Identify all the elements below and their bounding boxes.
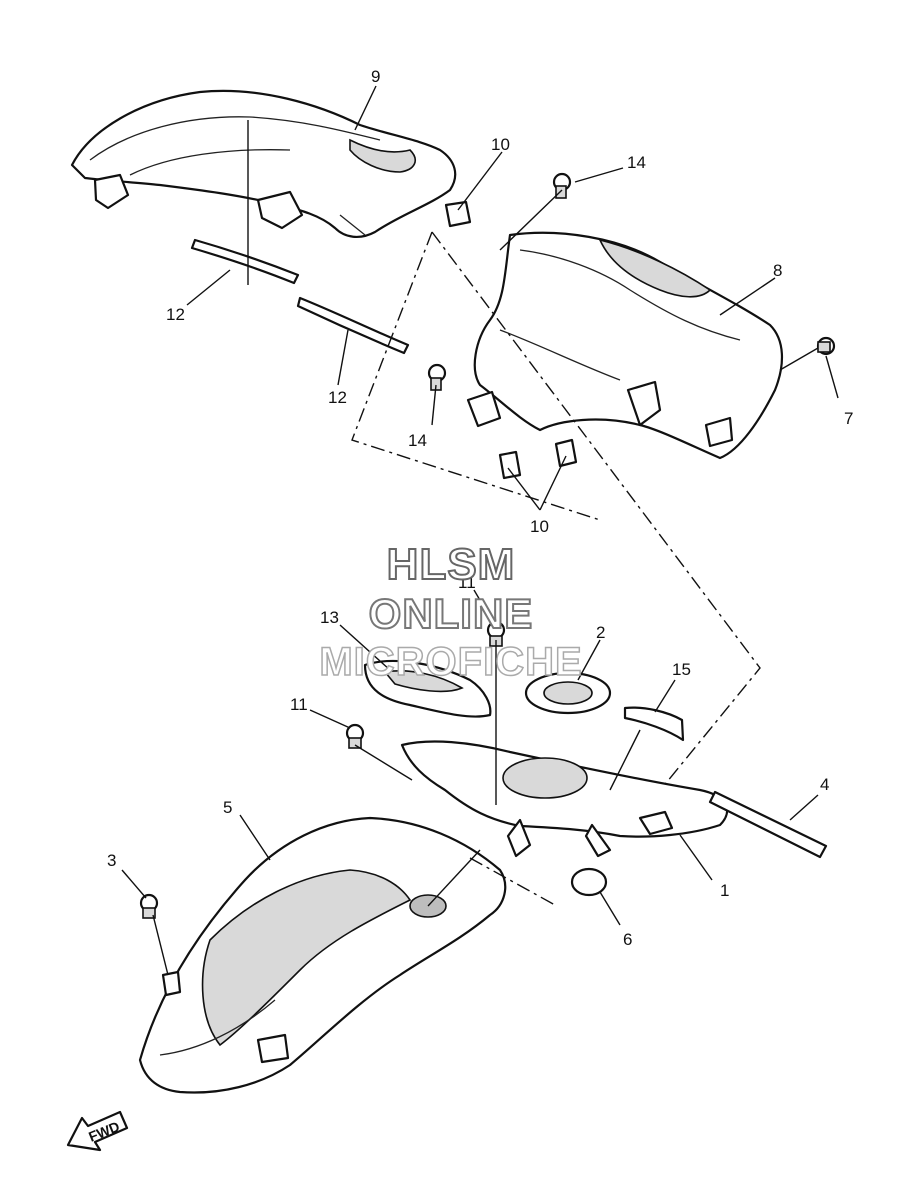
part-14-screw-b [427, 363, 447, 391]
part-10-clip-c [554, 438, 578, 468]
fwd-arrow-icon: FWD [66, 1110, 129, 1152]
callout-11: 11 [290, 695, 308, 714]
part-10-clip-a [444, 200, 472, 228]
leader-lines [121, 85, 839, 976]
callout-15: 15 [672, 660, 691, 679]
callout-labels: 9 10 14 8 7 12 12 14 10 11 13 2 15 11 4 … [107, 67, 853, 949]
part-12-strip-a [190, 238, 300, 285]
part-13-bracket [363, 659, 492, 718]
callout-11: 11 [458, 573, 476, 592]
callout-14: 14 [408, 431, 427, 450]
callout-7: 7 [844, 409, 853, 428]
part-8-cover [466, 231, 784, 460]
watermark-line-2: ONLINE [368, 589, 534, 638]
part-4-strip [708, 790, 828, 859]
part-5-cover [138, 816, 507, 1094]
callout-4: 4 [820, 775, 829, 794]
part-14-screw-a [552, 172, 572, 199]
part-6-plug [570, 867, 608, 897]
callout-2: 2 [596, 623, 605, 642]
callout-12: 12 [328, 388, 347, 407]
callout-9: 9 [371, 67, 380, 86]
part-2-grommet [524, 671, 612, 715]
callout-6: 6 [623, 930, 632, 949]
callout-3: 3 [107, 851, 116, 870]
part-10-clip-b [498, 450, 522, 480]
watermark-line-3: MICROFICHE [319, 639, 583, 685]
part-12-strip-b [296, 296, 410, 355]
callout-13: 13 [320, 608, 339, 627]
assembly-guide-lines [351, 231, 761, 816]
watermark-line-1: HLSM [386, 539, 516, 590]
callout-5: 5 [223, 798, 232, 817]
part-15-label [623, 706, 685, 742]
callout-14: 14 [627, 153, 646, 172]
part-11-screw-b [345, 723, 365, 749]
callout-8: 8 [773, 261, 782, 280]
part-9-cover [70, 89, 457, 238]
callout-12: 12 [166, 305, 185, 324]
callout-1: 1 [720, 881, 729, 900]
callout-10: 10 [491, 135, 510, 154]
part-7-screw [816, 336, 836, 356]
fwd-label: FWD [86, 1118, 122, 1145]
part-1-panel [400, 740, 729, 858]
part-3-screw [139, 893, 159, 919]
callout-10: 10 [530, 517, 549, 536]
